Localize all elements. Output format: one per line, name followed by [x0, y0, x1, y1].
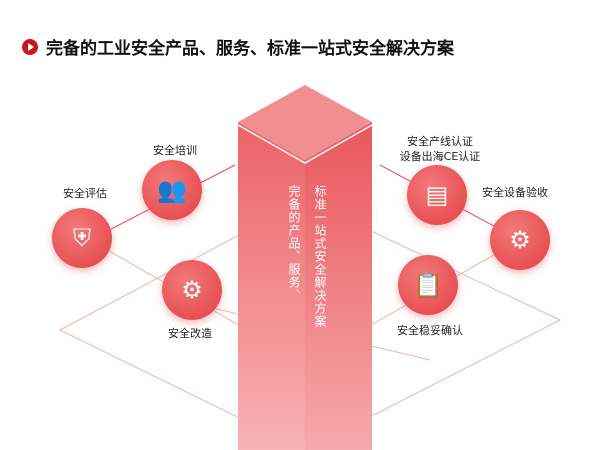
cert-label: 安全产线认证设备出海CE认证: [400, 134, 481, 164]
retrofit-label: 安全改造: [168, 327, 212, 340]
title-text: 完备的工业安全产品、服务、标准一站式安全解决方案: [46, 39, 454, 59]
clipboard-shield-icon: 📋: [413, 271, 443, 299]
play-icon: [22, 38, 38, 55]
shield-gear-icon: ⚙: [181, 276, 203, 304]
page-title: 完备的工业安全产品、服务、标准一站式安全解决方案: [22, 34, 454, 59]
shield-circuit-icon: ⛨: [73, 224, 91, 252]
people-group-icon: 👥: [157, 176, 187, 204]
pillar-text-1: 完备的产品、服务、: [287, 185, 301, 302]
certificate-icon: ▤: [425, 181, 449, 209]
accept-label: 安全设备验收: [482, 186, 548, 199]
pillar-text-2: 标准一站式安全解决方案: [313, 185, 327, 328]
cert-label-1: 安全产线认证: [406, 135, 473, 148]
cert-label-2: 设备出海CE认证: [399, 150, 481, 163]
confirm-label: 安全稳妥确认: [397, 324, 463, 337]
cert-node[interactable]: ▤: [407, 165, 467, 225]
assess-node[interactable]: ⛨: [52, 208, 112, 268]
accept-node[interactable]: ⚙: [490, 210, 550, 270]
retrofit-node[interactable]: ⚙: [162, 260, 222, 320]
train-label: 安全培训: [153, 144, 197, 157]
train-node[interactable]: 👥: [142, 160, 202, 220]
assess-label: 安全评估: [63, 187, 107, 200]
box-gear-check-icon: ⚙: [509, 226, 531, 254]
pillar: [237, 85, 373, 450]
confirm-node[interactable]: 📋: [398, 255, 458, 315]
